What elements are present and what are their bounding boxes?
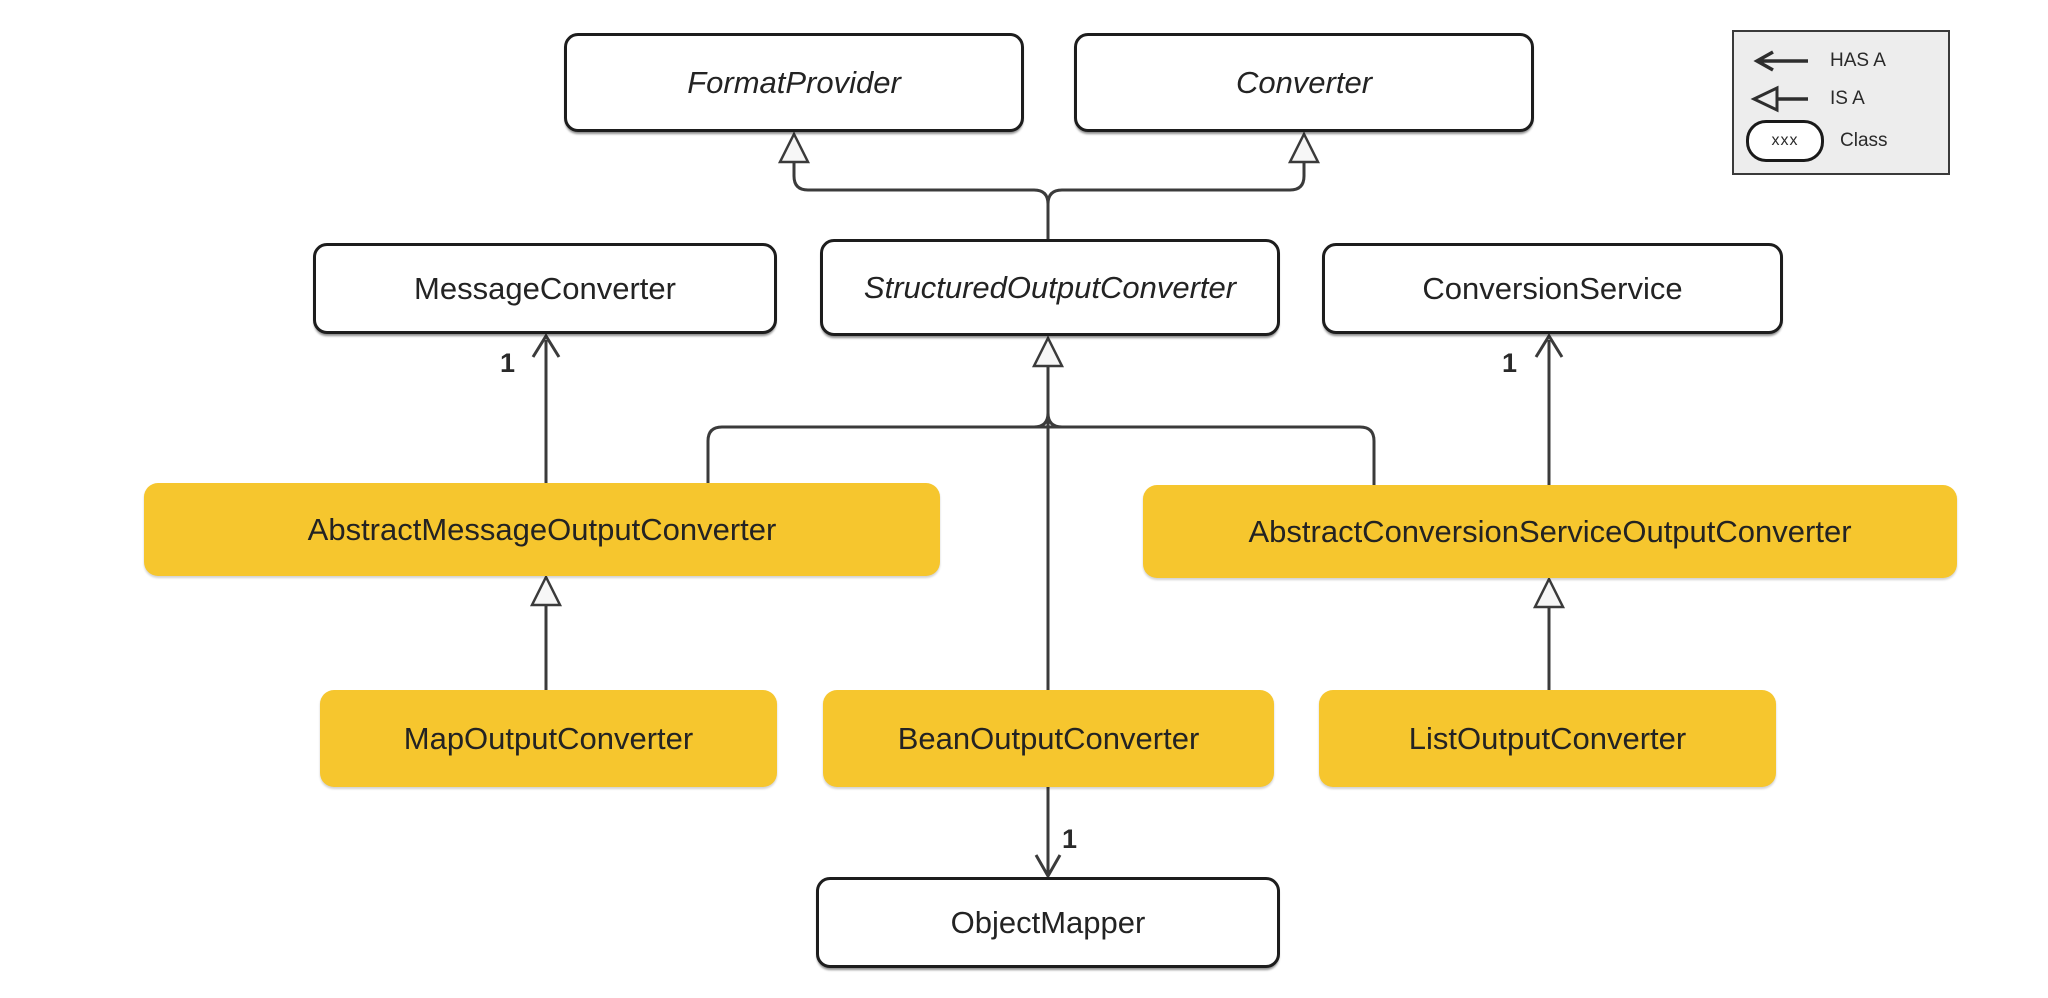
legend-has-a-label: HAS A [1830,50,1886,71]
multiplicity-label-object-mapper: 1 [1062,824,1078,854]
multiplicity-label-conversion-service: 1 [1502,348,1518,378]
node-list-output-converter: ListOutputConverter [1319,690,1776,787]
node-object-mapper: ObjectMapper [816,877,1280,968]
isa-arrowhead-converter [1287,131,1321,164]
node-abstract-message-output-converter: AbstractMessageOutputConverter [144,483,940,576]
isa-branch-left-line [792,162,1050,239]
hasa-arrowhead-conversion-service [1534,333,1564,358]
multiplicity-label-message-converter: 1 [500,348,516,378]
node-conversion-service: ConversionService [1322,243,1783,334]
has-a-arrow-icon [1753,50,1808,72]
node-abstract-conversion-service-output-converter: AbstractConversionServiceOutputConverter [1143,485,1957,578]
hasa-arrowhead-message-converter [531,333,561,358]
legend-is-a-label: IS A [1830,88,1865,109]
isa-arrowhead-abstract-message-output-converter [529,574,563,607]
legend-row-has-a: HAS A [1750,48,1886,74]
node-format-provider: FormatProvider [564,33,1024,132]
isa-arrowhead-structured-output-converter [1031,335,1065,368]
node-map-output-converter: MapOutputConverter [320,690,777,787]
node-message-converter: MessageConverter [313,243,777,334]
legend: HAS A IS A xxx Class [1732,30,1950,175]
legend-row-is-a: IS A [1750,85,1865,113]
isa-arrowhead-format-provider [777,131,811,164]
hasa-arrowhead-object-mapper [1034,854,1062,880]
isa-branch-right-line [1046,162,1306,205]
node-structured-output-converter: StructuredOutputConverter [820,239,1280,336]
legend-class-label: Class [1840,130,1888,151]
node-converter: Converter [1074,33,1534,132]
is-a-arrow-icon [1750,85,1808,113]
isa-arrowhead-abstract-conversion-service-output-converter [1532,576,1566,609]
isa-branch-fillet-left [1033,412,1050,429]
isa-branch-to-abstract-converters [706,425,1376,485]
class-box-icon: xxx [1746,120,1824,162]
isa-branch-fillet-right [1046,412,1063,429]
legend-row-class: xxx Class [1746,120,1888,162]
node-bean-output-converter: BeanOutputConverter [823,690,1274,787]
